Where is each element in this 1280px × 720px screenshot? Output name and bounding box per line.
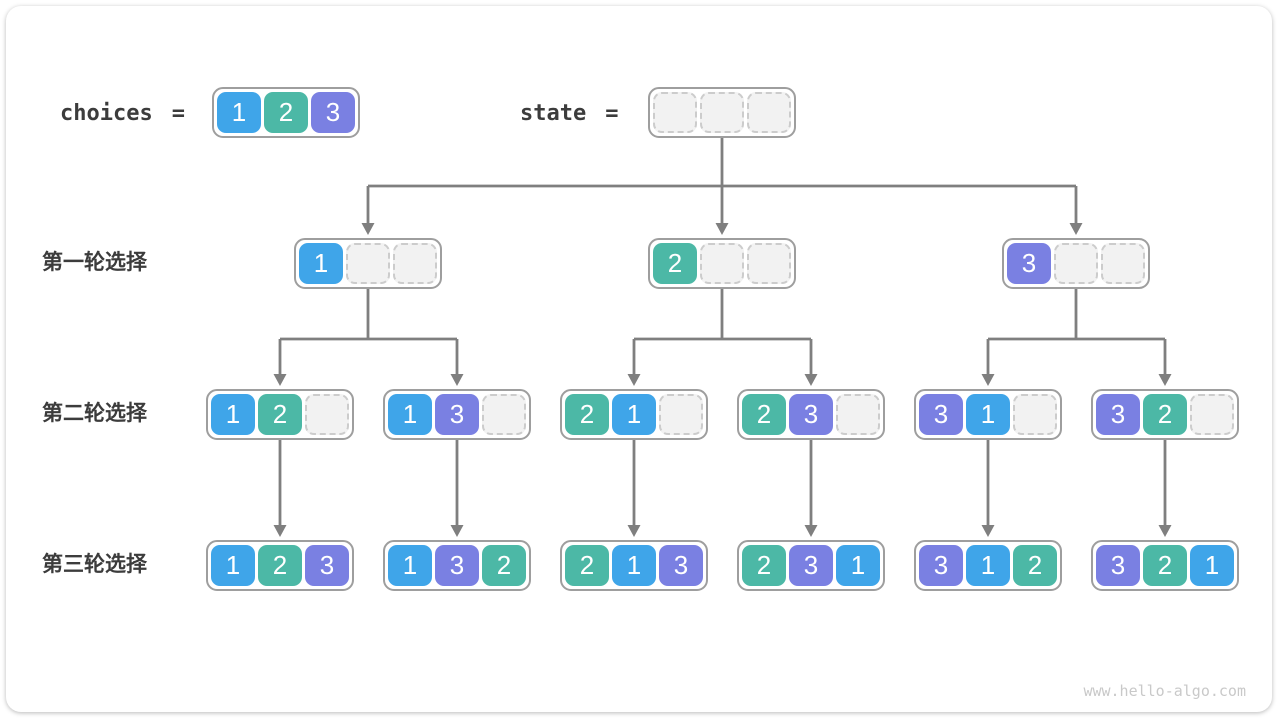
equals-sign: = bbox=[171, 101, 185, 126]
array-cell-2: 2 bbox=[258, 545, 302, 586]
array-cell-2: 2 bbox=[742, 394, 786, 435]
array-cell-3: 3 bbox=[435, 545, 479, 586]
array-cell-3: 3 bbox=[659, 545, 703, 586]
array-cell-empty bbox=[1054, 243, 1098, 284]
array-cell-1: 1 bbox=[612, 545, 656, 586]
state-label: state bbox=[520, 101, 587, 126]
array-cell-empty bbox=[346, 243, 390, 284]
state-header: state = bbox=[520, 88, 618, 139]
array-cell-1: 1 bbox=[211, 394, 255, 435]
array-cell-1: 1 bbox=[388, 545, 432, 586]
array-cell-3: 3 bbox=[789, 394, 833, 435]
array-cell-3: 3 bbox=[435, 394, 479, 435]
array-cell-empty bbox=[700, 92, 744, 133]
state-node-r1-1: 1 bbox=[294, 238, 442, 289]
array-cell-empty bbox=[836, 394, 880, 435]
array-cell-empty bbox=[1101, 243, 1145, 284]
array-cell-2: 2 bbox=[1143, 545, 1187, 586]
array-cell-empty bbox=[1013, 394, 1057, 435]
array-cell-3: 3 bbox=[311, 92, 355, 133]
array-cell-3: 3 bbox=[789, 545, 833, 586]
array-cell-1: 1 bbox=[836, 545, 880, 586]
array-cell-empty bbox=[653, 92, 697, 133]
array-cell-3: 3 bbox=[1096, 545, 1140, 586]
array-cell-1: 1 bbox=[299, 243, 343, 284]
array-cell-empty bbox=[1190, 394, 1234, 435]
state-array bbox=[648, 87, 796, 138]
array-cell-1: 1 bbox=[612, 394, 656, 435]
state-node-r1-2: 2 bbox=[648, 238, 796, 289]
array-cell-empty bbox=[305, 394, 349, 435]
array-cell-3: 3 bbox=[919, 545, 963, 586]
array-cell-3: 3 bbox=[1096, 394, 1140, 435]
round-label-2: 第二轮选择 bbox=[42, 402, 147, 425]
watermark: www.hello-algo.com bbox=[1083, 682, 1246, 700]
array-cell-2: 2 bbox=[1013, 545, 1057, 586]
array-cell-empty bbox=[747, 243, 791, 284]
array-cell-2: 2 bbox=[565, 394, 609, 435]
round-label-1: 第一轮选择 bbox=[42, 251, 147, 274]
array-cell-1: 1 bbox=[388, 394, 432, 435]
array-cell-3: 3 bbox=[1007, 243, 1051, 284]
array-cell-empty bbox=[747, 92, 791, 133]
array-cell-empty bbox=[482, 394, 526, 435]
array-cell-2: 2 bbox=[258, 394, 302, 435]
array-cell-1: 1 bbox=[217, 92, 261, 133]
array-cell-1: 1 bbox=[966, 394, 1010, 435]
state-node-r1-3: 3 bbox=[1002, 238, 1150, 289]
array-cell-1: 1 bbox=[211, 545, 255, 586]
array-cell-2: 2 bbox=[1143, 394, 1187, 435]
array-cell-empty bbox=[659, 394, 703, 435]
round-label-3: 第三轮选择 bbox=[42, 553, 147, 576]
array-cell-empty bbox=[393, 243, 437, 284]
array-cell-1: 1 bbox=[1190, 545, 1234, 586]
array-cell-empty bbox=[700, 243, 744, 284]
array-cell-2: 2 bbox=[653, 243, 697, 284]
array-cell-2: 2 bbox=[482, 545, 526, 586]
choices-label: choices bbox=[60, 101, 153, 126]
array-cell-2: 2 bbox=[565, 545, 609, 586]
array-cell-3: 3 bbox=[919, 394, 963, 435]
array-cell-1: 1 bbox=[966, 545, 1010, 586]
equals-sign: = bbox=[605, 101, 619, 126]
array-cell-3: 3 bbox=[305, 545, 349, 586]
array-cell-2: 2 bbox=[264, 92, 308, 133]
array-cell-2: 2 bbox=[742, 545, 786, 586]
choices-header: choices = bbox=[60, 88, 185, 139]
